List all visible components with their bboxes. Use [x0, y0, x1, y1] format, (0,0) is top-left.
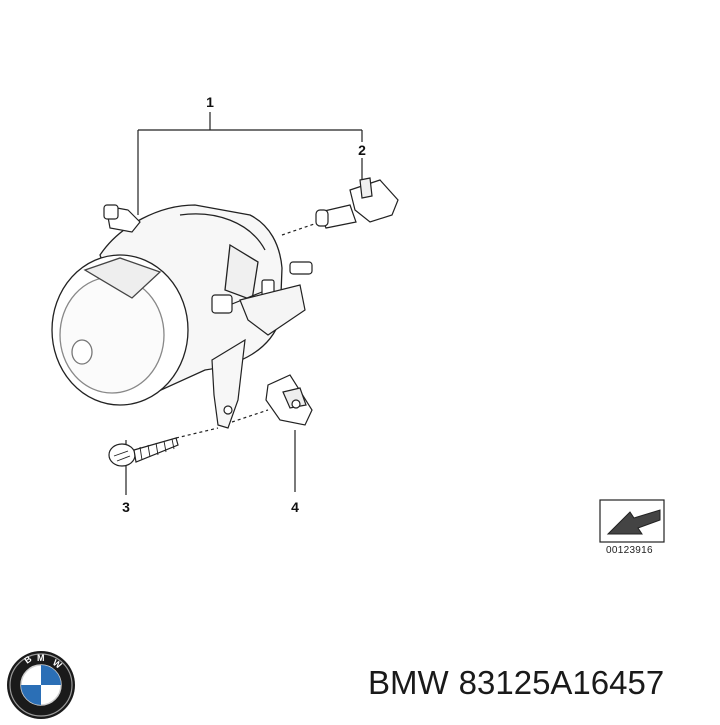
- screw: [108, 437, 179, 467]
- svg-text:B: B: [22, 653, 33, 665]
- bracket-assembly: [211, 261, 313, 429]
- callout-1: 1: [206, 94, 214, 110]
- lamp-socket: [103, 204, 141, 233]
- callout-4: 4: [291, 499, 299, 515]
- fog-lamp-housing: [51, 204, 283, 406]
- caption-part-number: 83125A16457: [458, 664, 665, 701]
- caption-brand: BMW: [368, 664, 449, 701]
- svg-text:M: M: [37, 653, 45, 663]
- callout-2: 2: [358, 142, 366, 158]
- diagram-ref-code: 00123916: [606, 545, 653, 556]
- callout-3: 3: [122, 499, 130, 515]
- bmw-logo: B M W: [7, 651, 75, 719]
- reference-arrow-icon: [599, 499, 665, 543]
- bulb: [315, 177, 399, 229]
- clip-nut: [265, 374, 313, 426]
